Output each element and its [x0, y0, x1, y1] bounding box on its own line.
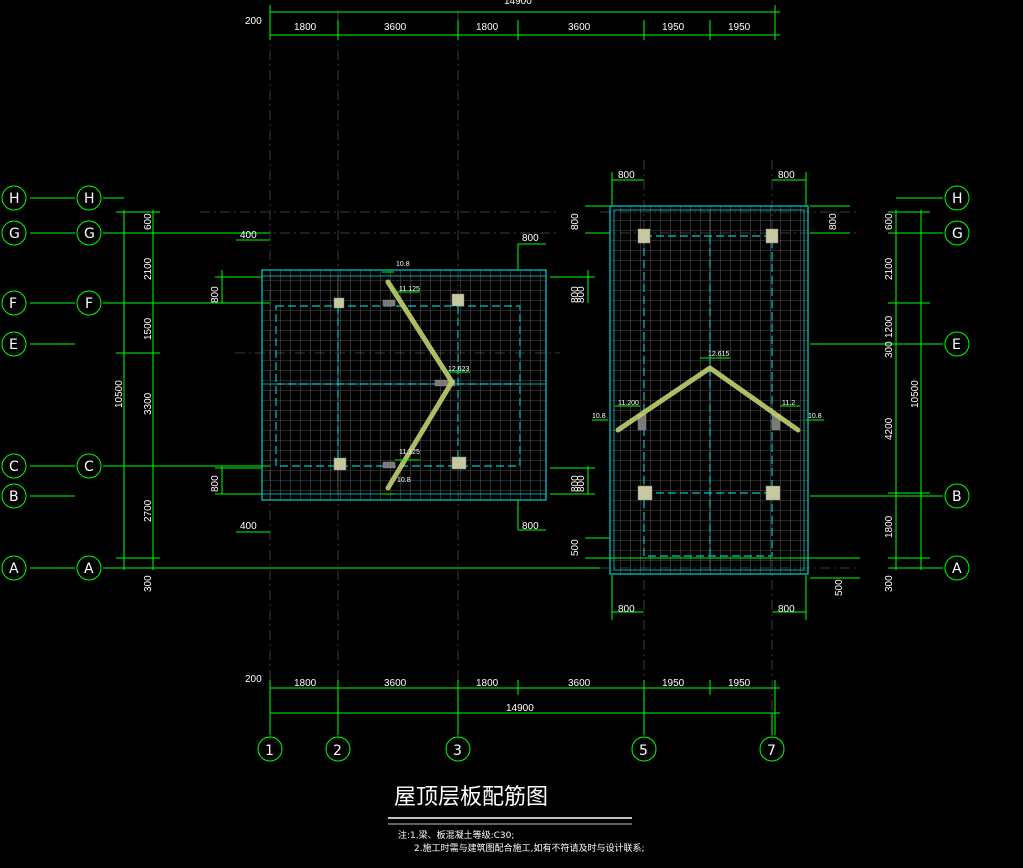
- axis-bubbles-columns: [257, 736, 785, 762]
- right-vdim-1: 2100: [884, 257, 895, 280]
- bottom-dim-3: 3600: [568, 678, 591, 689]
- left-vdim-1: 2100: [143, 257, 154, 280]
- right-vdim-5: 1800: [884, 515, 895, 538]
- elev-left-1: 11.125: [399, 286, 420, 293]
- bottom-dim-4: 1950: [662, 678, 685, 689]
- top-total: 14900: [504, 0, 532, 7]
- drawing-title: 屋顶层板配筋图: [394, 785, 548, 810]
- oh-right-5: 800: [570, 475, 581, 492]
- note-line-2: 2.施工时需与建筑图配合施工,如有不符请及时与设计联系;: [414, 842, 644, 854]
- left-vtotal: 10500: [114, 380, 125, 408]
- top-dim-4: 1950: [662, 22, 685, 33]
- column-bubble-label: 3: [453, 743, 462, 759]
- left-vdim-3: 3300: [143, 392, 154, 415]
- right-vertical-dimensions: 600 2100 300 1200 4200 1800 10500 300: [884, 213, 921, 592]
- oh-right-1: 800: [778, 170, 795, 181]
- oh-left-0: 400: [240, 230, 257, 241]
- left-vdim-0: 600: [143, 213, 154, 230]
- axis-bubbles-right: [944, 185, 970, 581]
- right-vbottom: 300: [884, 575, 895, 592]
- right-roof-block: 12.615 11.200 10.8 11.2 10.8: [592, 205, 824, 575]
- oh-left-4: 800: [210, 475, 221, 492]
- axis-bubble-label: H: [84, 191, 95, 207]
- elev-left-4: 10.8: [397, 477, 411, 484]
- column-bubble-label: 2: [333, 743, 342, 759]
- axis-bubble-label: A: [952, 561, 962, 577]
- left-vbottom: 300: [143, 575, 154, 592]
- oh-right-0: 800: [618, 170, 635, 181]
- right-vdim-0: 600: [884, 213, 895, 230]
- elev-right-2: 10.8: [592, 413, 606, 420]
- top-dim-3: 3600: [568, 22, 591, 33]
- elev-left-3: 11.125: [399, 449, 420, 456]
- axis-bubble-label: F: [9, 296, 17, 312]
- note-line-1: 注:1.梁、板混凝土等级:C30;: [398, 829, 514, 841]
- oh-right-4: 800: [570, 286, 581, 303]
- axis-bubble-label: E: [9, 337, 18, 353]
- axis-bubbles-left-outer: [1, 185, 27, 581]
- bottom-dim-0: 1800: [294, 678, 317, 689]
- axis-bubble-label: F: [85, 296, 93, 312]
- right-vtotal: 10500: [910, 380, 921, 408]
- elev-right-1: 11.200: [618, 400, 639, 407]
- top-dim-5: 1950: [728, 22, 751, 33]
- oh-right-8: 800: [618, 604, 635, 615]
- column-bubble-label: 5: [639, 743, 648, 759]
- elev-right-3: 11.2: [782, 400, 795, 407]
- elev-left-0: 10.8: [396, 261, 410, 268]
- elev-right-0: 12.615: [708, 351, 730, 358]
- oh-right-6: 500: [570, 539, 581, 556]
- overhang-dimensions: 400 800 800 800 800 800 800 400 800 800 …: [210, 170, 845, 615]
- top-dim-2: 1800: [476, 22, 499, 33]
- axis-bubble-label: B: [9, 489, 19, 505]
- axis-bubble-label: G: [9, 226, 20, 242]
- right-vdim-3: 1200: [884, 315, 895, 338]
- elev-right-4: 10.8: [808, 413, 822, 420]
- axis-bubble-label: C: [9, 459, 19, 475]
- oh-left-3: 800: [576, 286, 587, 303]
- bottom-dim-2: 1800: [476, 678, 499, 689]
- top-dim-0: 1800: [294, 22, 317, 33]
- bottom-dimensions: 200 1800 3600 1800 3600 1950 1950 14900: [245, 674, 751, 714]
- axis-bubble-label: H: [9, 191, 20, 207]
- bottom-dim-1: 3600: [384, 678, 407, 689]
- axis-bubble-label: G: [84, 226, 95, 242]
- oh-right-7: 500: [834, 579, 845, 596]
- top-offset: 200: [245, 16, 262, 27]
- axis-bubble-label: A: [9, 561, 19, 577]
- axis-bubble-label: C: [84, 459, 94, 475]
- elev-left-2: 12.623: [448, 366, 470, 373]
- left-vdim-2: 1500: [143, 317, 154, 340]
- top-dim-1: 3600: [384, 22, 407, 33]
- column-bubble-label: 1: [265, 743, 274, 759]
- oh-left-7: 400: [240, 521, 257, 532]
- bottom-offset: 200: [245, 674, 262, 685]
- dimension-lines: [30, 5, 943, 735]
- oh-left-5: 800: [576, 475, 587, 492]
- right-vdim-2: 300: [884, 341, 895, 358]
- axis-bubble-label: E: [952, 337, 961, 353]
- oh-right-2: 800: [570, 213, 581, 230]
- bottom-total: 14900: [506, 703, 534, 714]
- left-roof-block: 10.8 11.125 12.623 11.125 10.8: [261, 261, 547, 501]
- axis-bubble-label: H: [952, 191, 963, 207]
- left-ridge-lines: [385, 279, 455, 491]
- axis-bubble-label: G: [952, 226, 963, 242]
- oh-right-3: 800: [828, 213, 839, 230]
- left-vertical-dimensions: 600 2100 1500 3300 2700 10500 300: [114, 213, 154, 592]
- bottom-dim-5: 1950: [728, 678, 751, 689]
- top-dimensions: 14900 200 1800 3600 1800 3600 1950 1950: [245, 0, 751, 33]
- oh-right-9: 800: [778, 604, 795, 615]
- oh-left-6: 800: [522, 521, 539, 532]
- right-vdim-4: 4200: [884, 417, 895, 440]
- axis-bubbles-left-inner: [76, 185, 102, 581]
- right-ridge-lines: [615, 365, 801, 433]
- axis-bubble-label: A: [84, 561, 94, 577]
- oh-left-1: 800: [522, 233, 539, 244]
- oh-left-2: 800: [210, 286, 221, 303]
- left-vdim-4: 2700: [143, 499, 154, 522]
- column-bubble-label: 7: [767, 743, 776, 759]
- axis-bubble-label: B: [952, 489, 962, 505]
